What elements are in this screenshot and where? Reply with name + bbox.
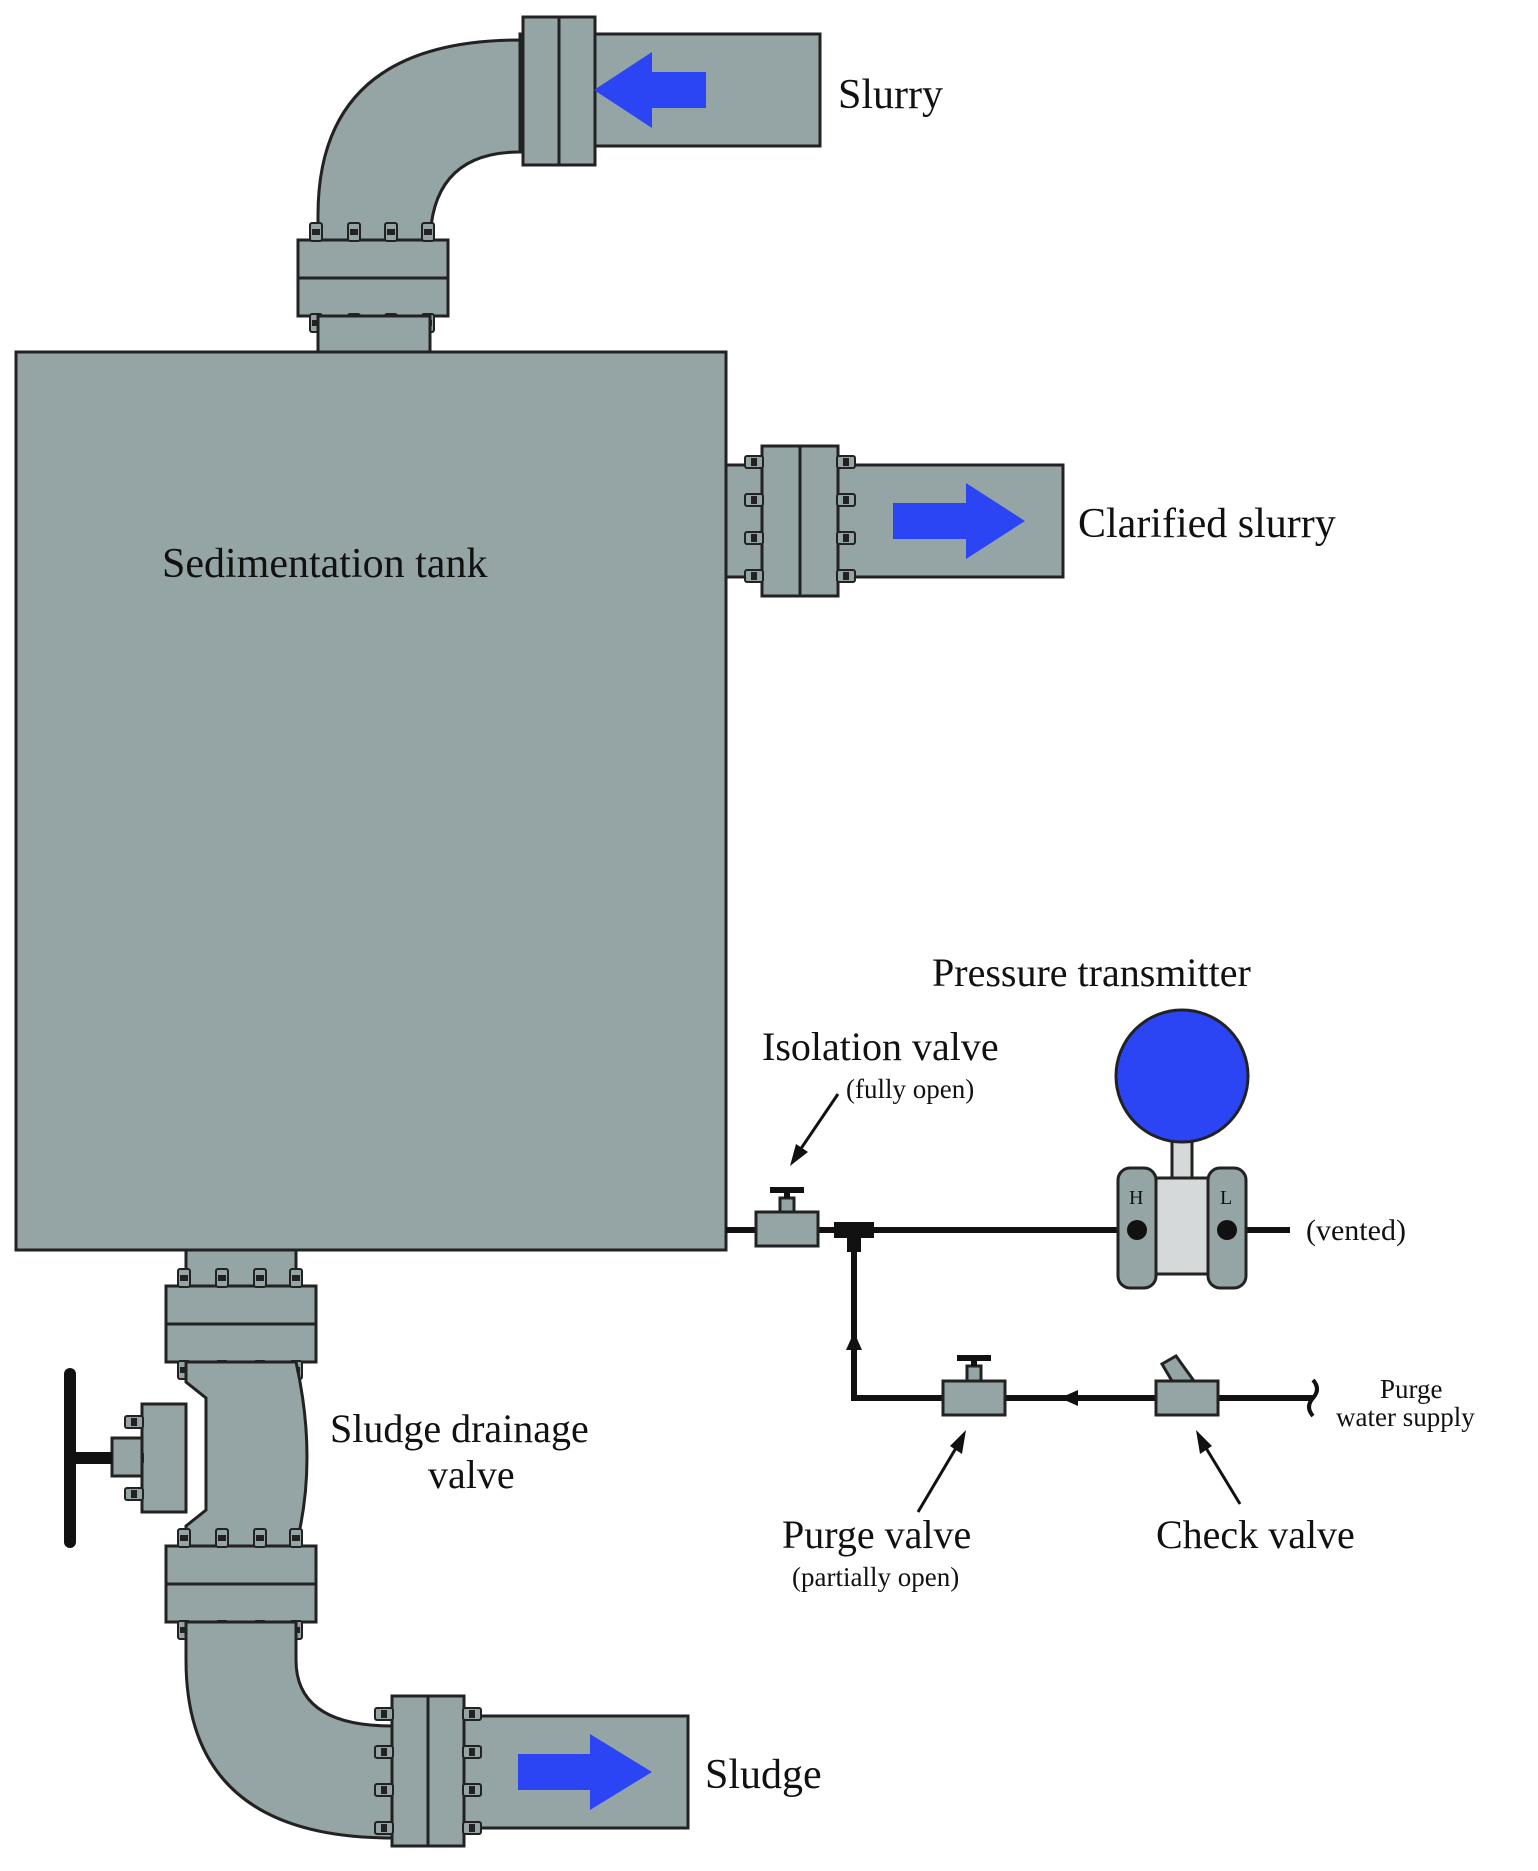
impulse-line: [726, 1222, 1319, 1418]
sludge-label: Sludge: [705, 1752, 822, 1798]
purge-water-supply-label-2: water supply: [1336, 1402, 1475, 1432]
isolation-valve[interactable]: [754, 1187, 820, 1248]
sludge-drainage-valve-label-2: valve: [428, 1452, 515, 1497]
purge-valve-pointer: [916, 1430, 966, 1513]
sedimentation-tank: [14, 350, 728, 1252]
slurry-label: Slurry: [838, 72, 943, 118]
clarified-slurry-label: Clarified slurry: [1078, 501, 1336, 547]
purge-water-supply-label: Purge: [1380, 1374, 1443, 1404]
clarified-slurry-outlet-pipe: [724, 444, 1065, 598]
sludge-drain-assembly: [64, 1248, 690, 1848]
clarified-slurry-flange: [744, 444, 856, 598]
purge-valve[interactable]: [941, 1355, 1007, 1417]
pressure-transmitter: H L: [1114, 1008, 1250, 1290]
purge-valve-state: (partially open): [792, 1562, 959, 1592]
sludge-lower-flange: [164, 1528, 318, 1640]
purge-valve-label: Purge valve: [782, 1512, 971, 1557]
sludge-drainage-valve-label: Sludge drainage: [330, 1406, 589, 1451]
slurry-elbow-flange-top: [521, 15, 597, 167]
sedimentation-tank-label: Sedimentation tank: [162, 541, 487, 587]
pressure-transmitter-label: Pressure transmitter: [932, 950, 1251, 995]
check-valve: [1154, 1354, 1220, 1417]
isolation-valve-label: Isolation valve: [762, 1024, 999, 1069]
slurry-inlet-pipe: [296, 15, 822, 354]
transmitter-display-icon: [1114, 1008, 1250, 1144]
check-valve-label: Check valve: [1156, 1512, 1355, 1557]
sludge-flow-arrow-icon: [518, 1734, 652, 1810]
sludge-drainage-valve[interactable]: [64, 1360, 309, 1548]
sludge-outlet-flange: [374, 1694, 482, 1848]
check-valve-pointer: [1196, 1430, 1242, 1505]
isolation-valve-state: (fully open): [846, 1074, 974, 1104]
clarified-slurry-flow-arrow-icon: [893, 483, 1025, 559]
isolation-valve-pointer: [790, 1093, 840, 1166]
slurry-flow-arrow-icon: [594, 52, 706, 128]
transmitter-high-port-label: H: [1129, 1187, 1143, 1209]
vented-label: (vented): [1306, 1214, 1406, 1247]
transmitter-low-port-label: L: [1220, 1187, 1232, 1209]
